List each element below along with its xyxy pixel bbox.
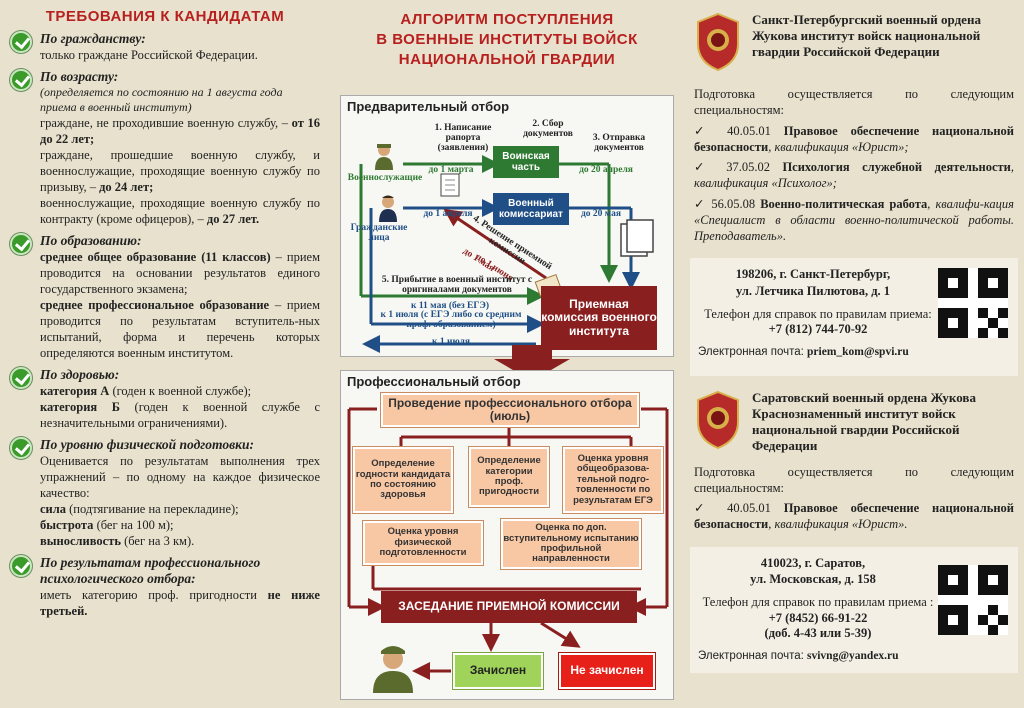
req-physical: По уровню физической подготовки: Оценива… xyxy=(10,437,320,549)
institutes-column: Санкт-Петербургский военный ордена Жуков… xyxy=(684,0,1024,708)
req-age: По возрасту: (определяется по состоянию … xyxy=(10,69,320,227)
specialty-item: ✓ 40.05.01 Правовое обеспечение национал… xyxy=(694,123,1014,154)
req-text: среднее профессиональное образование – п… xyxy=(40,298,320,360)
req-text: среднее общее образование (11 классов) –… xyxy=(40,250,320,296)
algorithm-title: АЛГОРИТМ ПОСТУПЛЕНИЯ В ВОЕННЫЕ ИНСТИТУТЫ… xyxy=(376,11,638,68)
specialty-item: ✓ 40.05.01 Правовое обеспечение национал… xyxy=(694,501,1014,532)
institute-name: Саратовский военный ордена Жукова Красно… xyxy=(752,390,976,453)
req-text: граждане, прошедшие военную службу, и во… xyxy=(40,148,320,194)
date-label: к 11 мая (без ЕГЭ) xyxy=(410,301,490,311)
requirements-title: ТРЕБОВАНИЯ К КАНДИДАТАМ xyxy=(45,8,285,25)
req-title: По гражданству: xyxy=(40,31,146,46)
req-text: быстрота (бег на 100 м); xyxy=(40,518,174,532)
military-unit-box: Воинская часть xyxy=(493,146,559,178)
spb-contact-block: 198206, г. Санкт-Петербург,ул. Летчика П… xyxy=(690,258,1018,377)
date-label: до 1 марта xyxy=(428,165,474,175)
committee-meeting-box: ЗАСЕДАНИЕ ПРИЕМНОЙ КОМИССИИ xyxy=(381,591,637,623)
qr-code-icon xyxy=(938,564,1008,635)
commissariat-box: Военный комиссариат xyxy=(493,193,569,225)
req-text: иметь категорию проф. пригодности не ниж… xyxy=(40,588,320,618)
prof-selection-box: Проведение профессионального отбора (июл… xyxy=(381,393,639,427)
panel-title: Предварительный отбор xyxy=(347,99,510,114)
req-title: По возрасту: xyxy=(40,69,119,84)
req-citizenship: По гражданству: только граждане Российск… xyxy=(10,31,320,63)
check-icon xyxy=(10,367,32,389)
date-label: к 1 июля xyxy=(432,337,470,347)
not-enrolled-box: Не зачислен xyxy=(559,653,655,689)
check-icon xyxy=(10,69,32,91)
req-text: только граждане Российской Федерации. xyxy=(40,48,258,62)
soldier-icon xyxy=(375,144,393,170)
req-title: По результатам профессионального психоло… xyxy=(40,555,261,586)
extra-exam-box: Оценка по доп. вступительному испытанию … xyxy=(501,519,641,569)
step2-label: 2. Сбор документов xyxy=(523,119,573,139)
physical-assessment-box: Оценка уровня физической подготовленност… xyxy=(363,521,483,565)
institute-name: Санкт-Петербургский военный ордена Жуков… xyxy=(752,12,981,59)
date-label: до 20 апреля xyxy=(579,165,633,175)
emblem-icon xyxy=(697,391,739,450)
check-icon xyxy=(10,437,32,459)
email: Электронная почта: svivng@yandex.ru xyxy=(698,650,899,663)
check-icon xyxy=(10,31,32,53)
prof-category-box: Определение категории проф. пригодности xyxy=(469,447,549,507)
req-text: граждане, не проходившие военную службу,… xyxy=(40,116,320,146)
servicemen-label: Военнослужащие xyxy=(347,173,423,183)
requirements-column: ТРЕБОВАНИЯ К КАНДИДАТАМ По гражданству: … xyxy=(0,0,330,708)
phone: Телефон для справок по правилам приема :… xyxy=(702,595,934,641)
req-title: По образованию: xyxy=(40,233,142,248)
address: 410023, г. Саратов,ул. Московская, д. 15… xyxy=(750,555,876,586)
preliminary-selection-panel: Предварительный отбор xyxy=(340,95,674,357)
req-text: Оценивается по результатам выполнения тр… xyxy=(40,454,320,500)
prof-flow-arrows xyxy=(347,407,669,680)
panel-title: Профессиональный отбор xyxy=(347,374,521,389)
req-text: военнослужащие, проходящие военную служб… xyxy=(40,196,320,226)
down-arrow-icon xyxy=(494,345,570,381)
step1-label: 1. Написание рапорта (заявления) xyxy=(434,123,492,153)
health-fitness-box: Определение годности кандидата по состоя… xyxy=(353,447,453,513)
qr-code-icon xyxy=(938,268,1008,339)
email: Электронная почта: priem_kom@spvi.ru xyxy=(698,346,909,358)
emblem-icon xyxy=(697,12,739,72)
specialties-intro: Подготовка осуществляется по следующим с… xyxy=(694,464,1014,495)
civilians-label: Гражданские лица xyxy=(350,223,408,243)
admission-committee-box: Приемная комиссия военного института xyxy=(541,286,657,350)
spb-institute-header: Санкт-Петербургский военный ордена Жуков… xyxy=(690,0,1018,72)
req-subtitle: (определяется по состоянию на 1 августа … xyxy=(40,85,283,114)
soldier-icon xyxy=(373,646,413,693)
saratov-institute-header: Саратовский военный ордена Жукова Красно… xyxy=(690,376,1018,453)
date-label: к 1 июля (с ЕГЭ либо со средним проф. об… xyxy=(380,310,522,330)
enrolled-box: Зачислен xyxy=(453,653,543,689)
saratov-contact-block: 410023, г. Саратов,ул. Московская, д. 15… xyxy=(690,546,1018,673)
req-education: По образованию: среднее общее образовани… xyxy=(10,233,320,361)
flow-arrows xyxy=(359,155,654,353)
step3-label: 3. Отправка документов xyxy=(592,133,646,153)
step5-label: 5. Прибытие в военный институт с оригина… xyxy=(381,275,533,295)
algorithm-column: АЛГОРИТМ ПОСТУПЛЕНИЯ В ВОЕННЫЕ ИНСТИТУТЫ… xyxy=(332,0,682,708)
req-psych: По результатам профессионального психоло… xyxy=(10,555,320,619)
ege-assessment-box: Оценка уровня общеобразова-тельной подго… xyxy=(563,447,663,513)
req-title: По уровню физической подготовки: xyxy=(40,437,254,452)
check-icon xyxy=(10,233,32,255)
professional-selection-panel: Профессиональный отбор Проведение профес… xyxy=(340,370,674,700)
date-label: до 1 апреля xyxy=(423,209,473,219)
check-icon xyxy=(10,555,32,577)
specialty-item: ✓ 37.05.02 Психология служебной деятельн… xyxy=(694,160,1014,191)
specialties-intro: Подготовка осуществляется по следующим с… xyxy=(694,87,1014,118)
specialty-item: ✓ 56.05.08 Военно-политическая работа, к… xyxy=(694,196,1014,244)
req-title: По здоровью: xyxy=(40,367,120,382)
address: 198206, г. Санкт-Петербург,ул. Летчика П… xyxy=(735,267,891,298)
req-text: сила (подтягивание на перекладине); xyxy=(40,502,239,516)
date-label: до 20 мая xyxy=(580,209,622,219)
req-health: По здоровью: категория А (годен к военно… xyxy=(10,367,320,431)
req-text: категория А (годен к военной службе); xyxy=(40,384,252,398)
civilian-icon xyxy=(379,195,397,222)
req-text: выносливость (бег на 3 км). xyxy=(40,534,195,548)
phone: Телефон для справок по правилам приема:+… xyxy=(704,306,932,337)
req-text: категория Б (годен к военной службе с не… xyxy=(40,400,320,430)
